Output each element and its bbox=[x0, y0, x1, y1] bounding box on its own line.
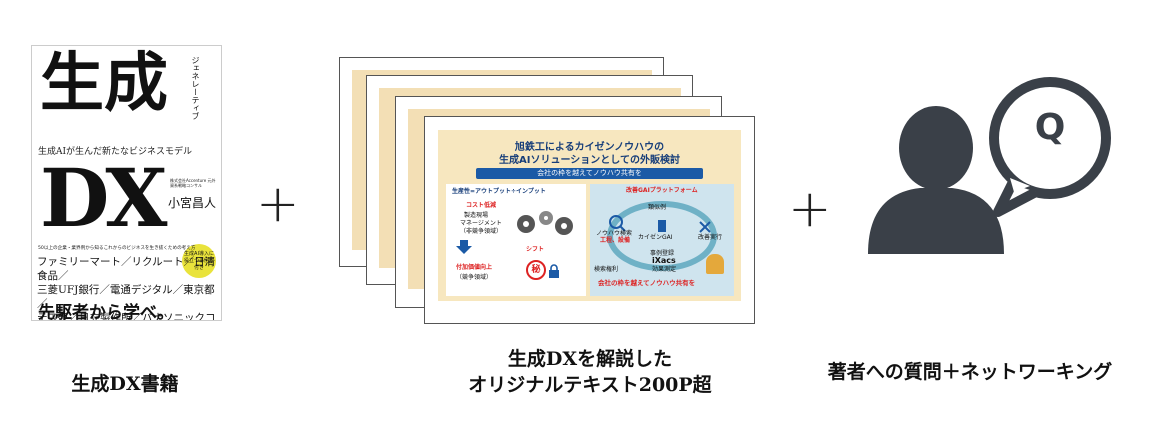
slide-value: 付加価値向上 bbox=[456, 264, 493, 271]
caption-text: 生成DXを解説した オリジナルテキスト200P超 bbox=[380, 346, 800, 398]
book-company-line: ファミリーマート／リクルート／日清食品／ bbox=[37, 256, 216, 282]
caption-book: 生成DX書籍 bbox=[71, 373, 179, 395]
platform-cycle-diagram bbox=[607, 201, 717, 271]
slide-right-box: 改善GAIプラットフォーム 類似例 改善実行 ノウハウ検索 工程、設備 カイゼン… bbox=[590, 184, 734, 296]
person-icon bbox=[868, 106, 1004, 254]
book-company-line: 三菱UFJ銀行／電通デジタル／東京都／ bbox=[37, 284, 215, 310]
worker-icon bbox=[706, 254, 724, 274]
slide-reg: 事例登録 bbox=[650, 250, 675, 257]
slide-search-sub: 工程、設備 bbox=[600, 237, 631, 244]
book-catch: 先駆者から学べ。 bbox=[38, 303, 174, 321]
book-cover: 生成 ジェネレーティブ 生成AIが生んだ新たなビジネスモデル DX 株式会社Ac… bbox=[31, 45, 222, 321]
book-badge-text: 生成AI導入に役立つ事例が付き bbox=[183, 250, 214, 271]
book-title-kanji: 生成 bbox=[40, 46, 168, 121]
slide-cost-item: 製造現場 bbox=[464, 212, 489, 219]
slide-auth: 検索権利 bbox=[594, 266, 619, 273]
secret-icon-text: 秘 bbox=[531, 265, 541, 275]
gear-icon bbox=[517, 211, 573, 235]
secret-icon: 秘 bbox=[526, 260, 546, 280]
slide-gai: カイゼンGAI bbox=[638, 234, 673, 241]
slide-effect: 効果測定 bbox=[652, 266, 677, 273]
caption-qa: 著者への質問＋ネットワーキング bbox=[827, 361, 1113, 383]
book-company-line: テスラ／日立製作所／パナソニックコネクト bbox=[37, 312, 216, 321]
slide-title-line1: 旭鉄工によるカイゼンノウハウの bbox=[514, 142, 665, 153]
plus-sign: + bbox=[788, 179, 832, 239]
book-title-ruby: ジェネレーティブ bbox=[191, 56, 200, 120]
person-question-icon bbox=[868, 77, 1111, 254]
slide-value-sub: （競争領域） bbox=[456, 274, 493, 281]
slide-search: ノウハウ検索 bbox=[596, 230, 633, 237]
book-subtitle: 生成AIが生んだ新たなビジネスモデル bbox=[38, 147, 193, 157]
slide-front: 旭鉄工によるカイゼンノウハウの 生成AIソリューションとしての外販検討 会社の枠… bbox=[424, 116, 755, 324]
question-letter: Q bbox=[1034, 107, 1066, 148]
slide-formula: 生産性=アウトプット÷インプット bbox=[452, 188, 546, 195]
slide-cost-item: （非競争領域） bbox=[460, 228, 503, 235]
book-title-dx: DX bbox=[40, 151, 167, 245]
slide-cost: コスト低減 bbox=[466, 202, 497, 209]
book-author-note: 株式会社Accenture 元外資系戦略コンサル bbox=[170, 178, 216, 188]
lock-icon bbox=[549, 264, 559, 278]
caption-text-line2: オリジナルテキスト200P超 bbox=[468, 374, 712, 396]
book-tagline: 50以上の企業・業界例から知るこれからのビジネスを生き抜くための考え方 bbox=[38, 246, 196, 251]
caption-text-line1: 生成DXを解説した bbox=[507, 348, 673, 370]
slide-panel: 旭鉄工によるカイゼンノウハウの 生成AIソリューションとしての外販検討 会社の枠… bbox=[438, 130, 741, 301]
speech-bubble-icon bbox=[989, 77, 1111, 217]
slide-case: 類似例 bbox=[648, 204, 667, 211]
slide-cost-item: マネージメント bbox=[460, 220, 502, 227]
slide-title-line2: 生成AIソリューションとしての外販検討 bbox=[499, 155, 680, 166]
slide-ixacs: iXacs bbox=[652, 256, 676, 265]
book-author: 小宮昌人 bbox=[168, 196, 217, 210]
book-company-list: ファミリーマート／リクルート／日清食品／ 三菱UFJ銀行／電通デジタル／東京都／… bbox=[37, 255, 221, 321]
slide-shift: シフト bbox=[526, 246, 545, 253]
book-badge: 生成AI導入に役立つ事例が付き bbox=[182, 244, 216, 278]
slide-banner-bottom: 会社の枠を越えてノウハウ共有を bbox=[598, 279, 696, 287]
plus-sign: + bbox=[256, 174, 300, 234]
slide-exec: 改善実行 bbox=[698, 234, 723, 241]
slide-left-box: 生産性=アウトプット÷インプット コスト低減 製造現場 マネージメント （非競争… bbox=[446, 184, 586, 296]
arrow-down-icon bbox=[456, 240, 472, 254]
slide-platform: 改善GAIプラットフォーム bbox=[626, 187, 698, 194]
slide-banner-top: 会社の枠を越えてノウハウ共有を bbox=[476, 168, 703, 179]
